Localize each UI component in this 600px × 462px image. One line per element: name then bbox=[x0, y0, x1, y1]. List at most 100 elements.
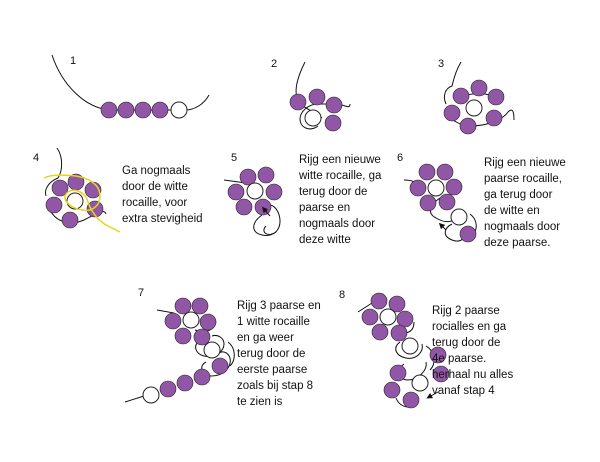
step-7: 7 bbox=[124, 287, 235, 404]
white-bead bbox=[246, 182, 264, 200]
purple-bead bbox=[117, 101, 135, 119]
purple-bead bbox=[235, 198, 253, 216]
caption-line: deze paarse. bbox=[484, 237, 551, 249]
purple-bead bbox=[432, 365, 450, 383]
white-bead bbox=[411, 374, 429, 392]
purple-bead bbox=[436, 163, 454, 181]
purple-bead bbox=[388, 295, 406, 313]
thread bbox=[227, 341, 235, 367]
purple-bead bbox=[199, 313, 217, 331]
thread bbox=[443, 61, 462, 105]
purple-bead bbox=[191, 297, 209, 315]
purple-bead bbox=[325, 96, 343, 114]
step-6-number: 6 bbox=[397, 152, 403, 164]
caption-line: rocialles en ga bbox=[432, 321, 507, 333]
white-bead bbox=[401, 337, 419, 355]
thread bbox=[357, 302, 373, 313]
white-bead bbox=[450, 208, 468, 226]
caption-line: terug door de bbox=[299, 186, 368, 198]
white-bead bbox=[203, 341, 221, 359]
purple-bead bbox=[370, 292, 388, 310]
caption-line: nogmaals door bbox=[299, 218, 376, 230]
caption-line: 4e paarse. bbox=[432, 353, 487, 365]
purple-bead bbox=[445, 178, 463, 196]
purple-bead bbox=[459, 117, 477, 135]
step-3-number: 3 bbox=[438, 58, 444, 70]
caption-line: eerste paarse bbox=[237, 364, 308, 376]
step-2: 2 bbox=[271, 58, 351, 132]
step-5: 5 bbox=[223, 152, 283, 236]
white-bead bbox=[142, 386, 160, 404]
caption-line: terug door de bbox=[432, 337, 501, 349]
purple-bead bbox=[308, 88, 326, 106]
white-bead bbox=[465, 99, 483, 117]
caption-line: terug door de bbox=[237, 348, 306, 360]
purple-bead bbox=[61, 211, 79, 229]
step-8-number: 8 bbox=[339, 289, 345, 301]
purple-bead bbox=[51, 179, 69, 197]
thread-highlight bbox=[43, 174, 121, 233]
purple-bead bbox=[164, 312, 182, 330]
caption-line: paarse en bbox=[299, 202, 351, 214]
white-bead bbox=[379, 308, 397, 326]
purple-bead bbox=[159, 380, 177, 398]
purple-bead bbox=[151, 101, 169, 119]
purple-bead bbox=[459, 225, 477, 243]
purple-bead bbox=[409, 179, 427, 197]
caption-line: ga terug door bbox=[484, 189, 553, 201]
step-2-number: 2 bbox=[271, 58, 277, 70]
step-7-number: 7 bbox=[138, 287, 144, 299]
purple-bead bbox=[174, 327, 192, 345]
step-6: 6 bbox=[397, 152, 477, 243]
purple-bead bbox=[86, 200, 104, 218]
purple-bead bbox=[396, 310, 414, 328]
thread bbox=[45, 147, 63, 197]
caption-line: rocaille, voor bbox=[122, 197, 188, 209]
caption-line: Rijg een nieuwe bbox=[484, 157, 566, 169]
purple-bead bbox=[254, 198, 272, 216]
purple-bead bbox=[176, 374, 194, 392]
thread bbox=[299, 103, 351, 130]
purple-bead bbox=[429, 346, 447, 364]
caption-line: 1 witte rocaille bbox=[237, 316, 310, 328]
purple-bead bbox=[390, 324, 408, 342]
purple-bead bbox=[100, 101, 118, 119]
caption-line: de witte en bbox=[484, 205, 540, 217]
caption-line: witte rocaille, ga bbox=[299, 170, 382, 182]
step-4: 4 bbox=[33, 147, 121, 233]
caption-line: Ga nogmaals bbox=[122, 165, 191, 177]
purple-bead bbox=[383, 381, 401, 399]
thread bbox=[156, 309, 175, 314]
purple-bead bbox=[485, 109, 503, 127]
purple-bead bbox=[211, 357, 229, 375]
white-bead bbox=[304, 109, 322, 127]
step-5-number: 5 bbox=[231, 152, 237, 164]
caption-line: door de witte bbox=[122, 181, 188, 193]
caption-line: zoals bij stap 8 bbox=[237, 380, 314, 392]
purple-bead bbox=[487, 88, 505, 106]
purple-bead bbox=[361, 308, 379, 326]
purple-bead bbox=[452, 87, 470, 105]
step-5-caption: Rijg een nieuwe witte rocaille, ga terug d… bbox=[299, 152, 381, 248]
caption-line: Rijg 2 paarse bbox=[432, 305, 500, 317]
thread bbox=[124, 395, 145, 403]
purple-bead bbox=[265, 183, 283, 201]
caption-line: deze witte bbox=[299, 234, 351, 246]
purple-bead bbox=[470, 79, 488, 97]
white-bead bbox=[66, 192, 84, 210]
caption-line: nogmaals door bbox=[484, 221, 561, 233]
caption-line: te zien is bbox=[237, 396, 283, 408]
purple-bead bbox=[371, 323, 389, 341]
thread bbox=[395, 341, 423, 359]
white-bead bbox=[182, 311, 200, 329]
caption-line: Rijg een nieuwe bbox=[299, 154, 381, 166]
purple-bead bbox=[438, 193, 456, 211]
purple-bead bbox=[193, 368, 211, 386]
purple-bead bbox=[324, 114, 342, 132]
step-8-caption: Rijg 2 paarse rocialles en ga terug door d… bbox=[432, 303, 513, 399]
white-bead bbox=[170, 101, 188, 119]
caption-line: Rijg 3 paarse en bbox=[237, 300, 321, 312]
